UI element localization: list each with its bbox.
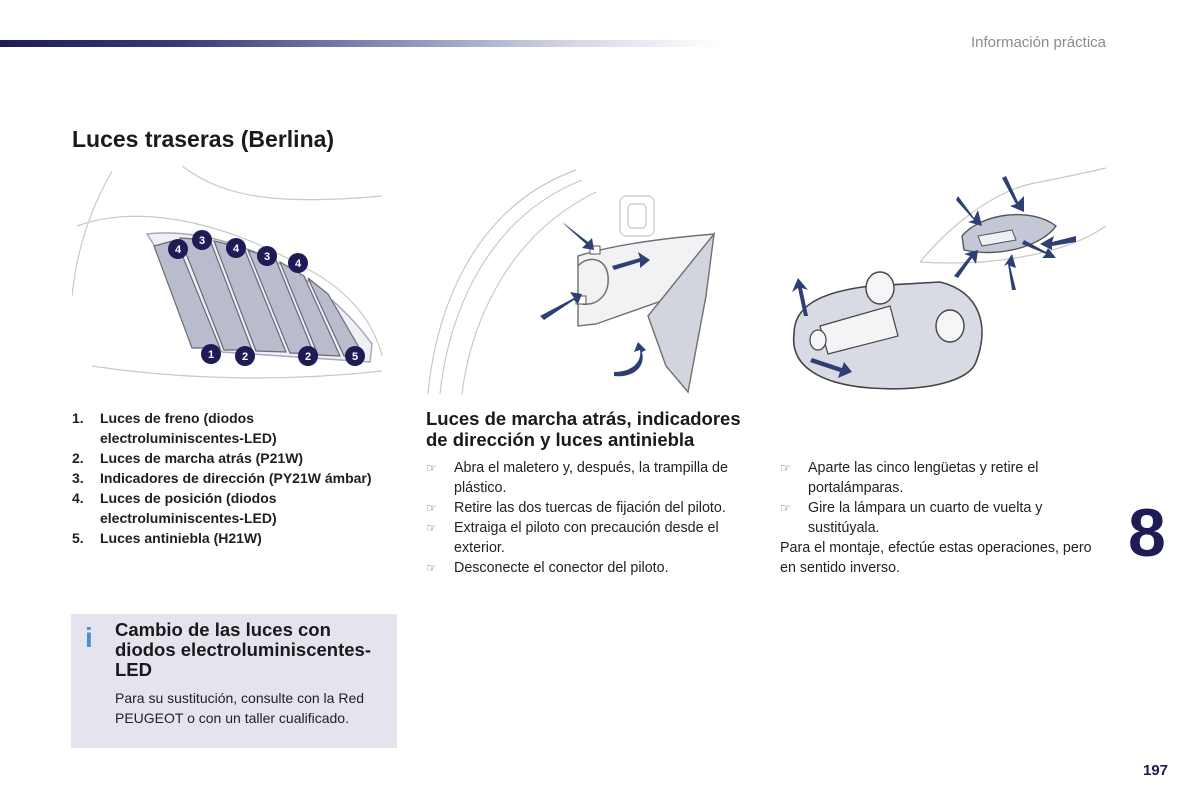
callout-badge: 3 [192, 230, 212, 250]
legend-text: Luces de marcha atrás (P21W) [100, 450, 304, 466]
instruction-text: Retire las dos tuercas de fijación del p… [454, 500, 726, 516]
legend-text: Luces antiniebla (H21W) [100, 530, 262, 546]
instruction-item: ☞ Desconecte el conector del piloto. [426, 558, 766, 578]
legend-item: 4. Luces de posición (diodos electrolumin… [72, 488, 372, 528]
instruction-text: Extraiga el piloto con precaución desde … [454, 520, 719, 556]
page-title: Luces traseras (Berlina) [72, 126, 335, 152]
info-icon: i [85, 622, 93, 653]
instruction-text: Aparte las cinco lengüetas y retire el p… [808, 460, 1039, 496]
instruction-list-left: ☞ Abra el maletero y, después, la trampil… [426, 458, 766, 578]
callout-badge: 4 [168, 239, 188, 259]
instruction-item: ☞ Abra el maletero y, después, la trampil… [426, 458, 766, 498]
legend-number: 3. [72, 470, 84, 486]
header-gradient-bar [0, 40, 720, 47]
pointing-hand-icon: ☞ [780, 461, 791, 475]
callout-label: 4 [175, 244, 182, 256]
legend-number: 4. [72, 490, 84, 506]
instruction-text: Desconecte el conector del piloto. [454, 560, 669, 576]
instruction-item: ☞ Retire las dos tuercas de fijación del … [426, 498, 766, 518]
info-box: i Cambio de las luces con diodos electro… [71, 614, 397, 748]
callout-badge: 2 [298, 346, 318, 366]
callout-label: 2 [242, 351, 248, 363]
callout-badge: 2 [235, 346, 255, 366]
info-title: Cambio de las luces con diodos electrolu… [115, 619, 371, 680]
legend-number: 2. [72, 450, 84, 466]
legend-number: 1. [72, 410, 84, 426]
instruction-item: ☞ Gire la lámpara un cuarto de vuelta y s… [780, 498, 1100, 538]
legend-text: Luces de posición (diodos electroluminis… [100, 490, 277, 526]
pointing-hand-icon: ☞ [426, 461, 437, 475]
section-heading: Luces de marcha atrás, indicadores de di… [426, 408, 741, 450]
callout-label: 3 [199, 235, 205, 247]
legend-item: 5. Luces antiniebla (H21W) [72, 528, 372, 548]
instruction-item: ☞ Aparte las cinco lengüetas y retire el … [780, 458, 1100, 498]
instruction-item: ☞ Extraiga el piloto con precaución desde… [426, 518, 766, 558]
callout-badge: 4 [288, 253, 308, 273]
reassembly-note: Para el montaje, efectúe estas operacion… [780, 540, 1092, 576]
legend-text: Indicadores de dirección (PY21W ámbar) [100, 470, 372, 486]
callout-label: 1 [208, 349, 214, 361]
lamp-holder-figure [780, 166, 1108, 398]
pointing-hand-icon: ☞ [426, 501, 437, 515]
callout-label: 2 [305, 351, 311, 363]
taillight-callouts: 4 3 4 3 4 1 2 2 5 [168, 230, 365, 366]
legend-item: 1. Luces de freno (diodos electroluminisc… [72, 408, 372, 448]
callout-badge: 3 [257, 246, 277, 266]
pointing-hand-icon: ☞ [426, 561, 437, 575]
parts-legend: 1. Luces de freno (diodos electroluminisc… [72, 408, 372, 548]
callout-badge: 1 [201, 344, 221, 364]
instruction-text: Gire la lámpara un cuarto de vuelta y su… [808, 500, 1043, 536]
page-number: 197 [1143, 762, 1169, 779]
callout-label: 3 [264, 251, 270, 263]
info-body: Para su sustitución, consulte con la Red… [115, 690, 365, 726]
callout-badge: 5 [345, 346, 365, 366]
pointing-hand-icon: ☞ [426, 521, 437, 535]
section-label: Información práctica [970, 34, 1106, 51]
callout-badge: 4 [226, 238, 246, 258]
legend-text: Luces de freno (diodos electroluminiscen… [100, 410, 277, 446]
chapter-number: 8 [1128, 495, 1166, 571]
legend-item: 2. Luces de marcha atrás (P21W) [72, 448, 372, 468]
callout-label: 4 [233, 243, 240, 255]
callout-label: 5 [352, 351, 358, 363]
trunk-hatch-figure [426, 166, 726, 398]
instruction-list-right: ☞ Aparte las cinco lengüetas y retire el … [780, 458, 1100, 538]
legend-number: 5. [72, 530, 84, 546]
instruction-text: Abra el maletero y, después, la trampill… [454, 460, 728, 496]
callout-label: 4 [295, 258, 302, 270]
legend-item: 3. Indicadores de dirección (PY21W ámbar) [72, 468, 372, 488]
pointing-hand-icon: ☞ [780, 501, 791, 515]
